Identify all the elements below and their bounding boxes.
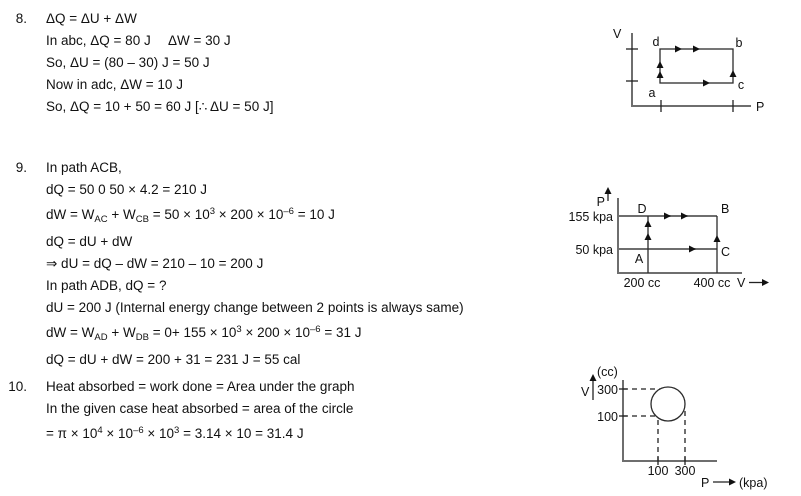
problem-9: 9. In path ACB, dQ = 50 0 50 × 4.2 = 210 … <box>8 157 558 371</box>
right-arrow-icon <box>693 45 700 53</box>
p-tick-155kpa: 155 kpa <box>569 210 614 224</box>
right-arrow-icon <box>729 478 736 486</box>
problem-lines: In path ACB, dQ = 50 0 50 × 4.2 = 210 J dW… <box>46 157 558 371</box>
up-arrow-icon <box>656 61 664 68</box>
v-tick-300: 300 <box>597 383 618 397</box>
solution-line: dQ = dU + dW <box>46 234 133 249</box>
point-label-C: C <box>721 245 730 259</box>
pv-rectangle-diagram: V P d b a c <box>613 27 764 114</box>
v-axis-label: V <box>581 385 590 399</box>
v-axis-unit: (cc) <box>597 365 618 379</box>
problem-lines: Heat absorbed = work done = Area under t… <box>46 376 558 445</box>
point-label-A: A <box>635 252 644 266</box>
problem-number: 8. <box>15 11 27 26</box>
up-arrow-icon <box>713 235 721 242</box>
right-arrow-icon <box>762 279 769 286</box>
problem-lines: ΔQ = ΔU + ΔW In abc, ΔQ = 80 J ΔW = 30 J S… <box>46 8 558 118</box>
solution-line: Heat absorbed = work done = Area under t… <box>46 379 355 394</box>
solution-line: So, ΔU = (80 – 30) J = 50 J <box>46 55 210 70</box>
right-arrow-icon <box>664 212 671 220</box>
right-arrow-icon <box>703 79 710 87</box>
point-label-D: D <box>637 202 646 216</box>
p-axis-label: P <box>701 476 709 490</box>
v-axis-label: V <box>737 276 746 290</box>
solution-line: In abc, ΔQ = 80 J ΔW = 30 J <box>46 33 231 48</box>
p-axis-label: P <box>597 195 605 209</box>
p-tick-50kpa: 50 kpa <box>575 243 613 257</box>
point-label-c: c <box>738 78 744 92</box>
solution-line: dQ = 50 0 50 × 4.2 = 210 J <box>46 182 207 197</box>
v-axis-label: V <box>613 27 622 41</box>
point-label-B: B <box>721 202 729 216</box>
solution-line: dW = WAC + WCB = 50 × 103 × 200 × 10–6 =… <box>46 206 335 225</box>
up-arrow-icon <box>729 70 737 77</box>
p-axis-label: P <box>756 100 764 114</box>
p-tick-100: 100 <box>648 464 669 478</box>
solution-line: In path ADB, dQ = ? <box>46 278 167 293</box>
solution-line: ⇒ dU = dQ – dW = 210 – 10 = 200 J <box>46 256 264 271</box>
up-arrow-icon <box>644 220 652 227</box>
right-arrow-icon <box>689 245 696 253</box>
up-arrow-icon <box>644 233 652 240</box>
pv-cycle-diagram: P 155 kpa 50 kpa 200 cc 400 cc D B A C V <box>569 187 769 290</box>
solution-line: dW = WAD + WDB = 0+ 155 × 103 × 200 × 10… <box>46 324 362 343</box>
p-axis-unit: (kpa) <box>739 476 767 490</box>
circle-graph-diagram: V (cc) 300 100 100 300 P (kpa) <box>581 365 767 490</box>
solution-line: dQ = dU + dW = 200 + 31 = 231 J = 55 cal <box>46 352 301 367</box>
problem-number: 10. <box>8 379 27 394</box>
v-tick-100: 100 <box>597 410 618 424</box>
problem-10: 10. Heat absorbed = work done = Area und… <box>8 376 558 445</box>
solution-line: ΔQ = ΔU + ΔW <box>46 11 137 26</box>
problem-number: 9. <box>15 160 27 175</box>
right-arrow-icon <box>681 212 688 220</box>
up-arrow-icon <box>589 374 597 381</box>
point-label-d: d <box>653 35 660 49</box>
axes <box>631 33 751 107</box>
solution-line: dU = 200 J (Internal energy change betwe… <box>46 300 464 315</box>
solution-line: Now in adc, ΔW = 10 J <box>46 77 183 92</box>
solution-line: In path ACB, <box>46 160 122 175</box>
up-arrow-icon <box>604 187 612 194</box>
cycle-rectangle <box>659 48 734 84</box>
point-label-a: a <box>649 86 656 100</box>
up-arrow-icon <box>656 71 664 78</box>
problem-8: 8. ΔQ = ΔU + ΔW In abc, ΔQ = 80 J ΔW = 30… <box>8 8 558 118</box>
cycle-circle <box>650 386 686 422</box>
point-label-b: b <box>736 36 743 50</box>
right-arrow-icon <box>675 45 682 53</box>
p-tick-300: 300 <box>675 464 696 478</box>
v-tick-400cc: 400 cc <box>694 276 731 290</box>
solution-line: So, ΔQ = 10 + 50 = 60 J [∴ ΔU = 50 J] <box>46 99 274 114</box>
axes <box>622 380 717 462</box>
solution-line: = π × 104 × 10–6 × 103 = 3.14 × 10 = 31.… <box>46 425 304 441</box>
v-tick-200cc: 200 cc <box>624 276 661 290</box>
solution-line: In the given case heat absorbed = area o… <box>46 401 354 416</box>
axes <box>617 198 742 274</box>
